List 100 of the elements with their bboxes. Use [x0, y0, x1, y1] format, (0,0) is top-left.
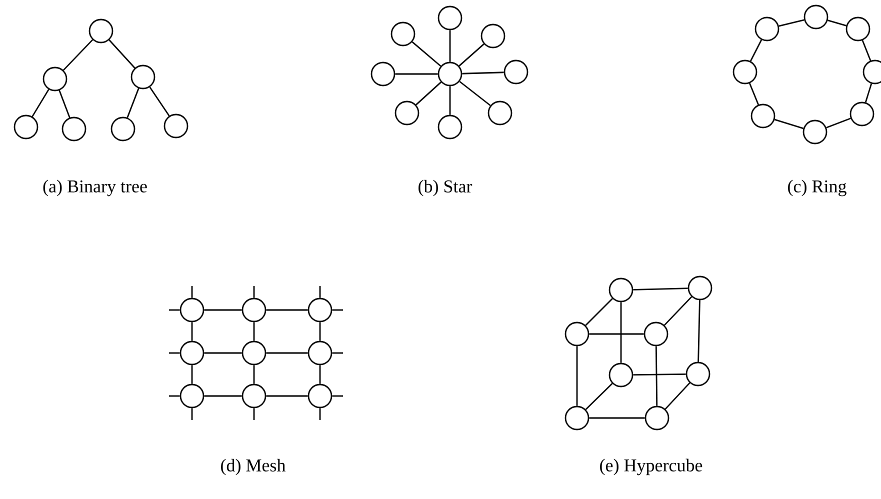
connector-line [576, 346, 578, 406]
node-circle [390, 22, 416, 46]
node-circle [394, 100, 420, 126]
connector-line [319, 408, 321, 420]
connector-line [459, 80, 491, 106]
connector-line [864, 83, 872, 103]
connector-line [253, 365, 255, 384]
connector-line [449, 86, 451, 115]
connector-line [191, 286, 193, 298]
connector-line [458, 44, 484, 66]
node-circle [504, 60, 528, 84]
connector-line [253, 322, 255, 341]
node-circle [242, 298, 266, 322]
node-circle [802, 120, 828, 144]
connector-line [332, 395, 343, 397]
caption: (e) Hypercube [600, 458, 702, 476]
connector-line [332, 352, 343, 354]
connector-line [698, 300, 700, 362]
connector-line [204, 395, 242, 397]
node-circle [308, 384, 332, 408]
connector-line [633, 373, 686, 376]
connector-line [620, 302, 622, 363]
node-circle [242, 340, 266, 366]
connector-line [585, 298, 613, 326]
connector-line [266, 352, 308, 354]
connector-line [169, 309, 180, 311]
node-circle [308, 340, 332, 366]
connector-line [266, 395, 308, 397]
connector-line [589, 417, 645, 419]
connector-line [32, 89, 50, 117]
node-circle [164, 114, 188, 138]
caption: (d) Mesh [221, 458, 286, 476]
node-circle [308, 298, 332, 322]
node-circle [564, 322, 590, 346]
node-circle [42, 66, 68, 92]
connector-line [748, 83, 760, 105]
node-circle [130, 64, 156, 90]
node-circle [62, 116, 86, 142]
node-circle [608, 362, 634, 388]
connector-line [191, 365, 193, 384]
node-circle [850, 102, 874, 126]
connector-line [191, 408, 193, 420]
node-circle [88, 18, 114, 44]
connector-line [416, 82, 442, 106]
connector-line [169, 395, 180, 397]
node-circle [14, 114, 38, 140]
node-circle [370, 62, 396, 86]
node-circle [608, 278, 634, 302]
connector-line [126, 88, 140, 118]
connector-line [664, 296, 692, 326]
connector-line [449, 30, 451, 62]
connector-line [862, 40, 872, 61]
connector-line [266, 309, 308, 311]
connector-line [253, 408, 255, 420]
connector-line [412, 41, 442, 67]
connector-line [589, 333, 644, 335]
connector-line [655, 346, 658, 406]
connector-line [585, 383, 613, 410]
connector-line [204, 309, 242, 311]
connector-line [750, 40, 762, 62]
node-circle [686, 362, 710, 386]
connector-line [828, 20, 846, 26]
node-circle [804, 4, 828, 30]
node-circle [242, 384, 266, 408]
node-circle [480, 24, 506, 48]
node-circle [110, 116, 136, 142]
node-circle [688, 276, 712, 300]
caption: (b) Star [418, 180, 472, 196]
connector-line [149, 86, 170, 116]
node-circle [180, 384, 204, 408]
connector-line [826, 118, 851, 128]
node-circle [644, 406, 670, 430]
node-circle [438, 114, 462, 140]
connector-line [62, 39, 94, 71]
node-circle [750, 104, 776, 128]
node-circle [564, 406, 590, 430]
node-circle [180, 298, 204, 322]
node-circle [754, 16, 780, 42]
connector-line [774, 118, 804, 130]
connector-line [395, 73, 438, 75]
connector-line [58, 90, 70, 118]
connector-line [191, 322, 193, 341]
node-circle [438, 6, 462, 30]
connector-line [664, 382, 690, 410]
connector-line [332, 309, 343, 311]
connector-line [319, 322, 321, 341]
node-circle [180, 340, 204, 366]
node-circle [488, 100, 512, 126]
connector-line [108, 40, 136, 68]
connector-line [169, 352, 180, 354]
connector-line [319, 286, 321, 298]
connector-line [204, 352, 242, 354]
connector-line [778, 19, 804, 27]
connector-line [253, 286, 255, 298]
node-circle [846, 16, 870, 42]
caption: (c) Ring [788, 180, 846, 196]
node-circle [438, 62, 462, 86]
caption: (a) Binary tree [43, 180, 147, 196]
connector-line [633, 288, 688, 290]
node-circle [644, 322, 668, 346]
